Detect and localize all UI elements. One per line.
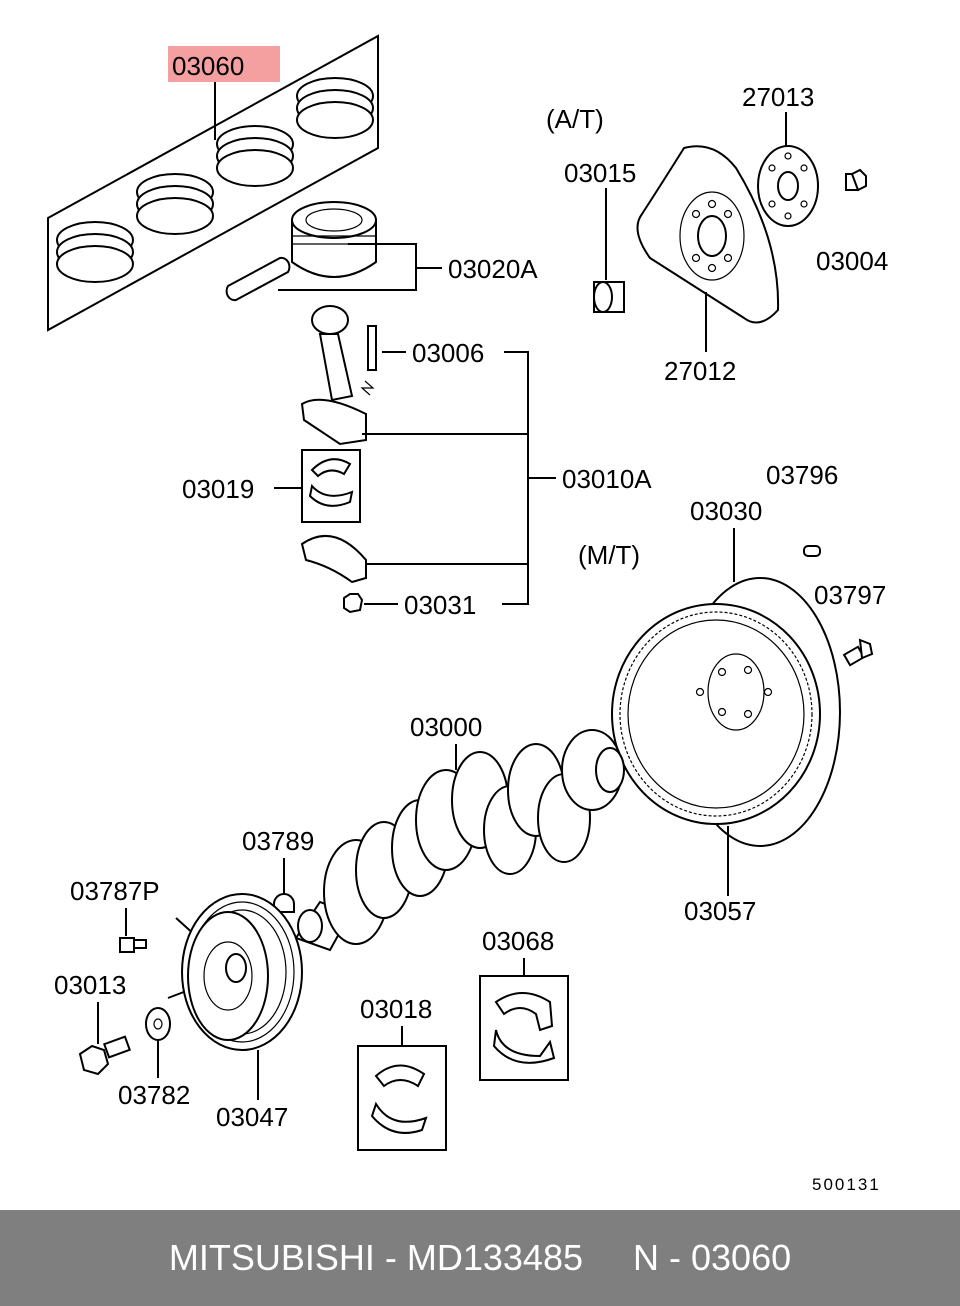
crankshaft-pulley-icon[interactable] [181, 893, 303, 1051]
rod-nut-icon[interactable] [343, 593, 364, 614]
main-bearing-thrust-icon[interactable] [492, 992, 556, 1064]
part-label-03018[interactable]: 03018 [360, 994, 432, 1024]
part-label-03031[interactable]: 03031 [404, 590, 476, 620]
part-label-03030[interactable]: 03030 [690, 496, 762, 526]
piston-icon[interactable] [225, 201, 377, 302]
woodruff-key-icon[interactable] [273, 893, 295, 913]
part-label-03010A[interactable]: 03010A [562, 464, 652, 494]
part-label-03000[interactable]: 03000 [410, 712, 482, 742]
diagram-code: 500131 [812, 1175, 881, 1194]
adapter-plate-icon[interactable] [757, 145, 819, 227]
connecting-rod-icon[interactable] [300, 305, 377, 446]
part-label-03019[interactable]: 03019 [182, 474, 254, 504]
bearing-box-03018 [357, 1045, 447, 1151]
footer-part-info: MITSUBISHI - MD133485 N - 03060 [168, 1237, 792, 1278]
main-bearing-upper-icon[interactable] [370, 1064, 428, 1134]
rod-cap-icon[interactable] [300, 535, 367, 584]
part-label-03060[interactable]: 03060 [172, 51, 244, 81]
part-label-03068[interactable]: 03068 [482, 926, 554, 956]
part-label-03013[interactable]: 03013 [54, 970, 126, 1000]
pulley-bolt-small-icon[interactable] [119, 937, 147, 953]
part-label-03015[interactable]: 03015 [564, 158, 636, 188]
at-label: (A/T) [546, 104, 604, 134]
washer-icon[interactable] [145, 1007, 171, 1041]
footer-bar: MITSUBISHI - MD133485 N - 03060 [0, 1210, 960, 1306]
part-label-03787P[interactable]: 03787P [70, 876, 160, 906]
part-label-27013[interactable]: 27013 [742, 82, 814, 112]
part-label-03789[interactable]: 03789 [242, 826, 314, 856]
part-label-03047[interactable]: 03047 [216, 1102, 288, 1132]
bearing-box-03019 [301, 449, 361, 523]
piston-ring-set[interactable] [47, 34, 379, 332]
con-rod-bearing-icon[interactable] [308, 458, 354, 507]
mt-label: (M/T) [578, 540, 640, 570]
part-label-03057[interactable]: 03057 [684, 896, 756, 926]
dowel-pin-icon[interactable] [803, 545, 821, 557]
part-label-03004[interactable]: 03004 [816, 246, 888, 276]
crankshaft-icon[interactable] [294, 729, 625, 952]
flywheel-icon[interactable] [611, 577, 841, 847]
flywheel-bolt-icon[interactable] [842, 638, 874, 667]
part-label-27012[interactable]: 27012 [664, 356, 736, 386]
part-label-03797[interactable]: 03797 [814, 580, 886, 610]
part-highlight [168, 46, 280, 82]
drive-plate-icon[interactable] [636, 145, 780, 324]
crank-pulley-bolt-icon[interactable] [78, 1035, 132, 1076]
bearing-box-03068 [479, 975, 569, 1081]
parts-diagram: 03060 03020A 03006 03010A 03019 03031 ( [47, 34, 888, 1194]
pilot-bushing-icon[interactable] [593, 281, 625, 313]
part-label-03796[interactable]: 03796 [766, 460, 838, 490]
part-label-03006[interactable]: 03006 [412, 338, 484, 368]
drive-plate-bolt-icon[interactable] [845, 168, 867, 192]
part-label-03782[interactable]: 03782 [118, 1080, 190, 1110]
part-label-03020A[interactable]: 03020A [448, 254, 538, 284]
